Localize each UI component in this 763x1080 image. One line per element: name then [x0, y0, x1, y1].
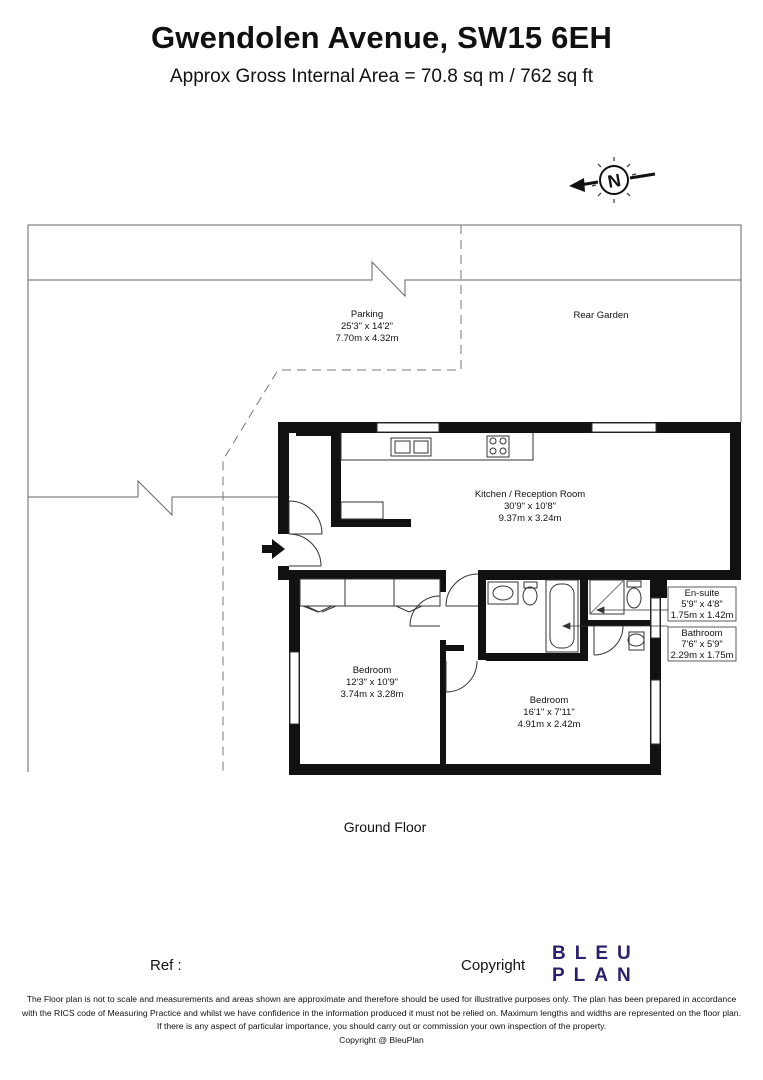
disclaimer: The Floor plan is not to scale and measu…: [0, 993, 763, 1047]
floor-label: Ground Floor: [343, 819, 427, 835]
logo-line-1: BLEU: [552, 943, 640, 964]
site-boundary: [27, 224, 742, 772]
bathroom-name: Bathroom: [681, 628, 722, 639]
bathroom-metric: 2.29m x 1.75m: [671, 650, 734, 661]
wardrobes: [299, 578, 441, 613]
doors: [288, 500, 624, 693]
parking-name: Parking: [351, 309, 383, 320]
bathroom-fixtures: [487, 579, 645, 653]
kitchen-name: Kitchen / Reception Room: [475, 489, 585, 500]
ensuite-imperial: 5'9" x 4'8": [681, 599, 723, 610]
compass-icon: N: [569, 157, 656, 203]
logo-line-2: PLAN: [552, 965, 640, 986]
parking-metric: 7.70m x 4.32m: [336, 333, 399, 344]
ensuite-metric: 1.75m x 1.42m: [671, 610, 734, 621]
disclaimer-line: with the RICS code of Measuring Practice…: [22, 1007, 741, 1018]
label-boxes: [667, 586, 737, 662]
label-pointers: [561, 606, 668, 630]
bedroom1-name: Bedroom: [353, 665, 392, 676]
bedroom2-imperial: 16'1" x 7'11": [523, 707, 574, 718]
kitchen-metric: 9.37m x 3.24m: [499, 513, 562, 524]
compass-letter: N: [606, 170, 622, 192]
kitchen-units: [340, 433, 534, 520]
bathroom-imperial: 7'6" x 5'9": [681, 639, 723, 650]
garden-name: Rear Garden: [574, 310, 629, 321]
dashed-boundary: [222, 225, 462, 772]
bedroom1-metric: 3.74m x 3.28m: [341, 689, 404, 700]
copyright-label: Copyright: [461, 957, 526, 974]
disclaimer-line: Copyright @ BleuPlan: [339, 1034, 424, 1045]
ensuite-name: En-suite: [685, 588, 720, 599]
plan-title: Gwendolen Avenue, SW15 6EH: [150, 20, 613, 55]
disclaimer-line: If there is any aspect of particular imp…: [156, 1021, 607, 1031]
kitchen-imperial: 30'9" x 10'8": [504, 501, 556, 512]
windows: [289, 422, 661, 745]
bedroom2-metric: 4.91m x 2.42m: [518, 719, 581, 730]
bleuplan-logo: BLEU PLAN: [552, 943, 640, 987]
bedroom1-imperial: 12'3" x 10'9": [346, 677, 398, 688]
parking-imperial: 25'3" x 14'2": [341, 321, 393, 332]
bedroom2-name: Bedroom: [530, 695, 569, 706]
ref-label: Ref :: [150, 957, 182, 974]
interior-walls: [296, 433, 650, 764]
area-summary: Approx Gross Internal Area = 70.8 sq m /…: [170, 66, 593, 87]
entrance-arrow-icon: [262, 539, 285, 559]
disclaimer-line: The Floor plan is not to scale and measu…: [26, 994, 737, 1004]
